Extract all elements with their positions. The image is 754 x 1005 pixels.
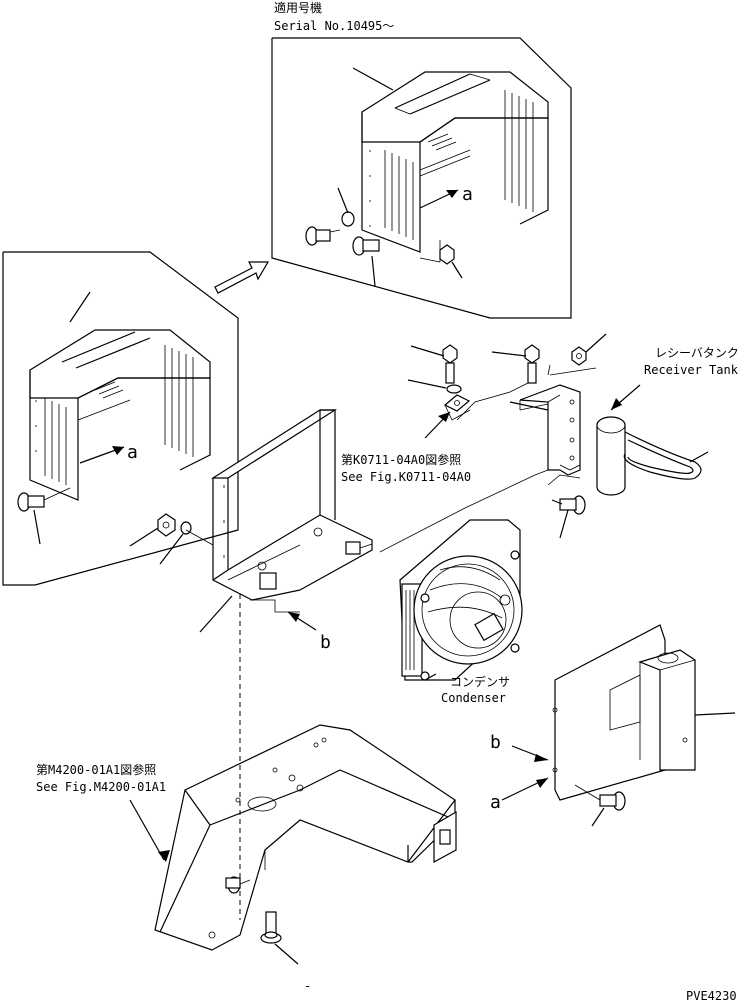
condenser-jp-label: コンデンサ xyxy=(450,674,510,689)
ref-k0711-en-label: See Fig.K0711-04A0 xyxy=(341,470,471,484)
serial-en-label: Serial No.10495～ xyxy=(274,19,394,33)
mounting-bracket xyxy=(210,409,373,601)
base-frame xyxy=(154,724,457,951)
inset-arrow xyxy=(214,261,270,294)
serial-jp-label: 適用号機 xyxy=(274,0,322,15)
arrow-b-bracket xyxy=(199,595,317,633)
receiver-bracket-group xyxy=(379,333,607,553)
ref-b-panel: b xyxy=(490,732,501,753)
inset-standard-frame xyxy=(2,251,239,586)
side-cover-panel xyxy=(501,624,736,827)
drawing-code: PVE4230 xyxy=(686,989,737,1003)
receiver-jp-label: レシーバタンク xyxy=(655,346,739,360)
dash-mark: - xyxy=(304,979,311,993)
ref-m4200-en-label: See Fig.M4200-01A1 xyxy=(36,780,166,794)
inset-cover-top xyxy=(305,67,549,287)
condenser-en-label: Condenser xyxy=(441,691,506,705)
ref-k0711-jp-label: 第K0711-04A0図参照 xyxy=(341,452,461,467)
receiver-en-label: Receiver Tank xyxy=(644,363,739,377)
ref-m4200-jp-label: 第M4200-01A1図参照 xyxy=(36,762,156,777)
receiver-tank xyxy=(596,384,709,496)
ref-b-bracket: b xyxy=(320,632,331,653)
condenser xyxy=(399,519,523,681)
ref-a-left-inset: a xyxy=(127,442,138,463)
nut-washer xyxy=(129,513,214,565)
ref-a-panel: a xyxy=(490,792,501,813)
lower-bolt xyxy=(260,911,299,965)
inset-serial-frame xyxy=(271,37,572,319)
ref-m4200-arrow xyxy=(129,799,170,862)
ref-a-top-inset: a xyxy=(462,184,473,205)
inset-cover-left xyxy=(17,291,211,545)
